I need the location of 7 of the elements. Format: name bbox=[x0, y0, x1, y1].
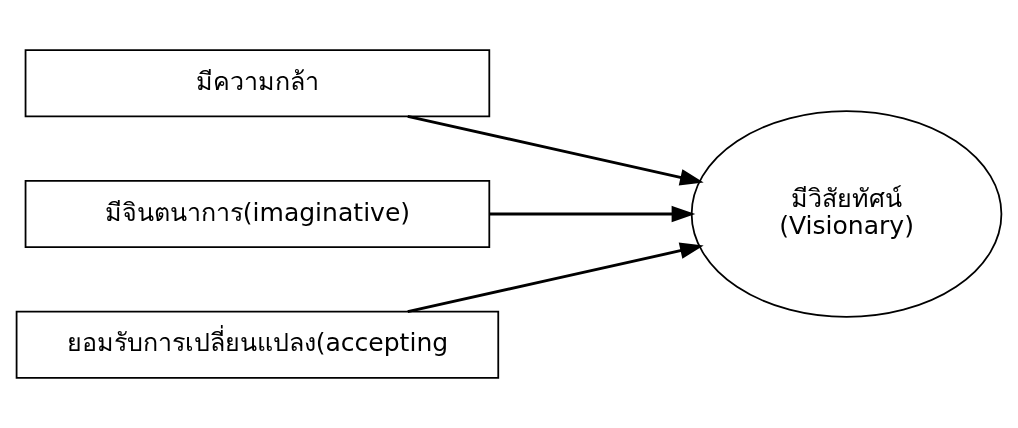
node-box: มีจินตนาการ(imaginative) bbox=[24, 179, 491, 249]
node-box: มีความกล้า bbox=[24, 49, 491, 118]
arrow bbox=[407, 115, 704, 186]
node-box: ยอมรับการเปลี่ยนแปลง(accepting bbox=[15, 310, 500, 379]
arrow bbox=[489, 205, 696, 223]
arrow bbox=[407, 242, 704, 313]
node-ellipse: มีวิสัยทัศน์ (Visionary) bbox=[690, 110, 1003, 318]
